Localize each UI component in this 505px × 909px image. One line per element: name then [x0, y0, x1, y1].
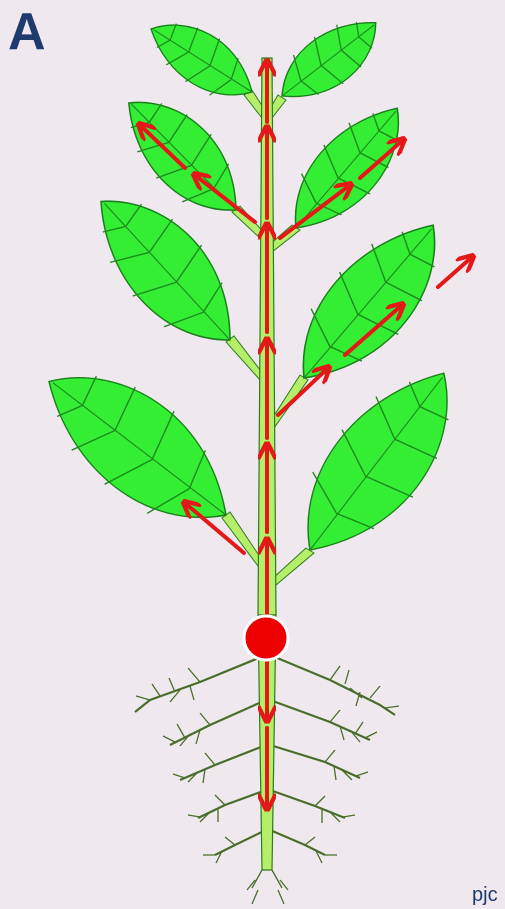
source-dot: [244, 616, 288, 660]
flow-arrow-middle-right-3: [438, 257, 472, 287]
petiole-middle-left: [226, 336, 264, 380]
petiole-middle-right: [270, 375, 308, 428]
petiole-lower-right: [272, 548, 314, 585]
credit-text: pjc: [472, 884, 498, 907]
leaf-lower-left: [21, 337, 255, 556]
